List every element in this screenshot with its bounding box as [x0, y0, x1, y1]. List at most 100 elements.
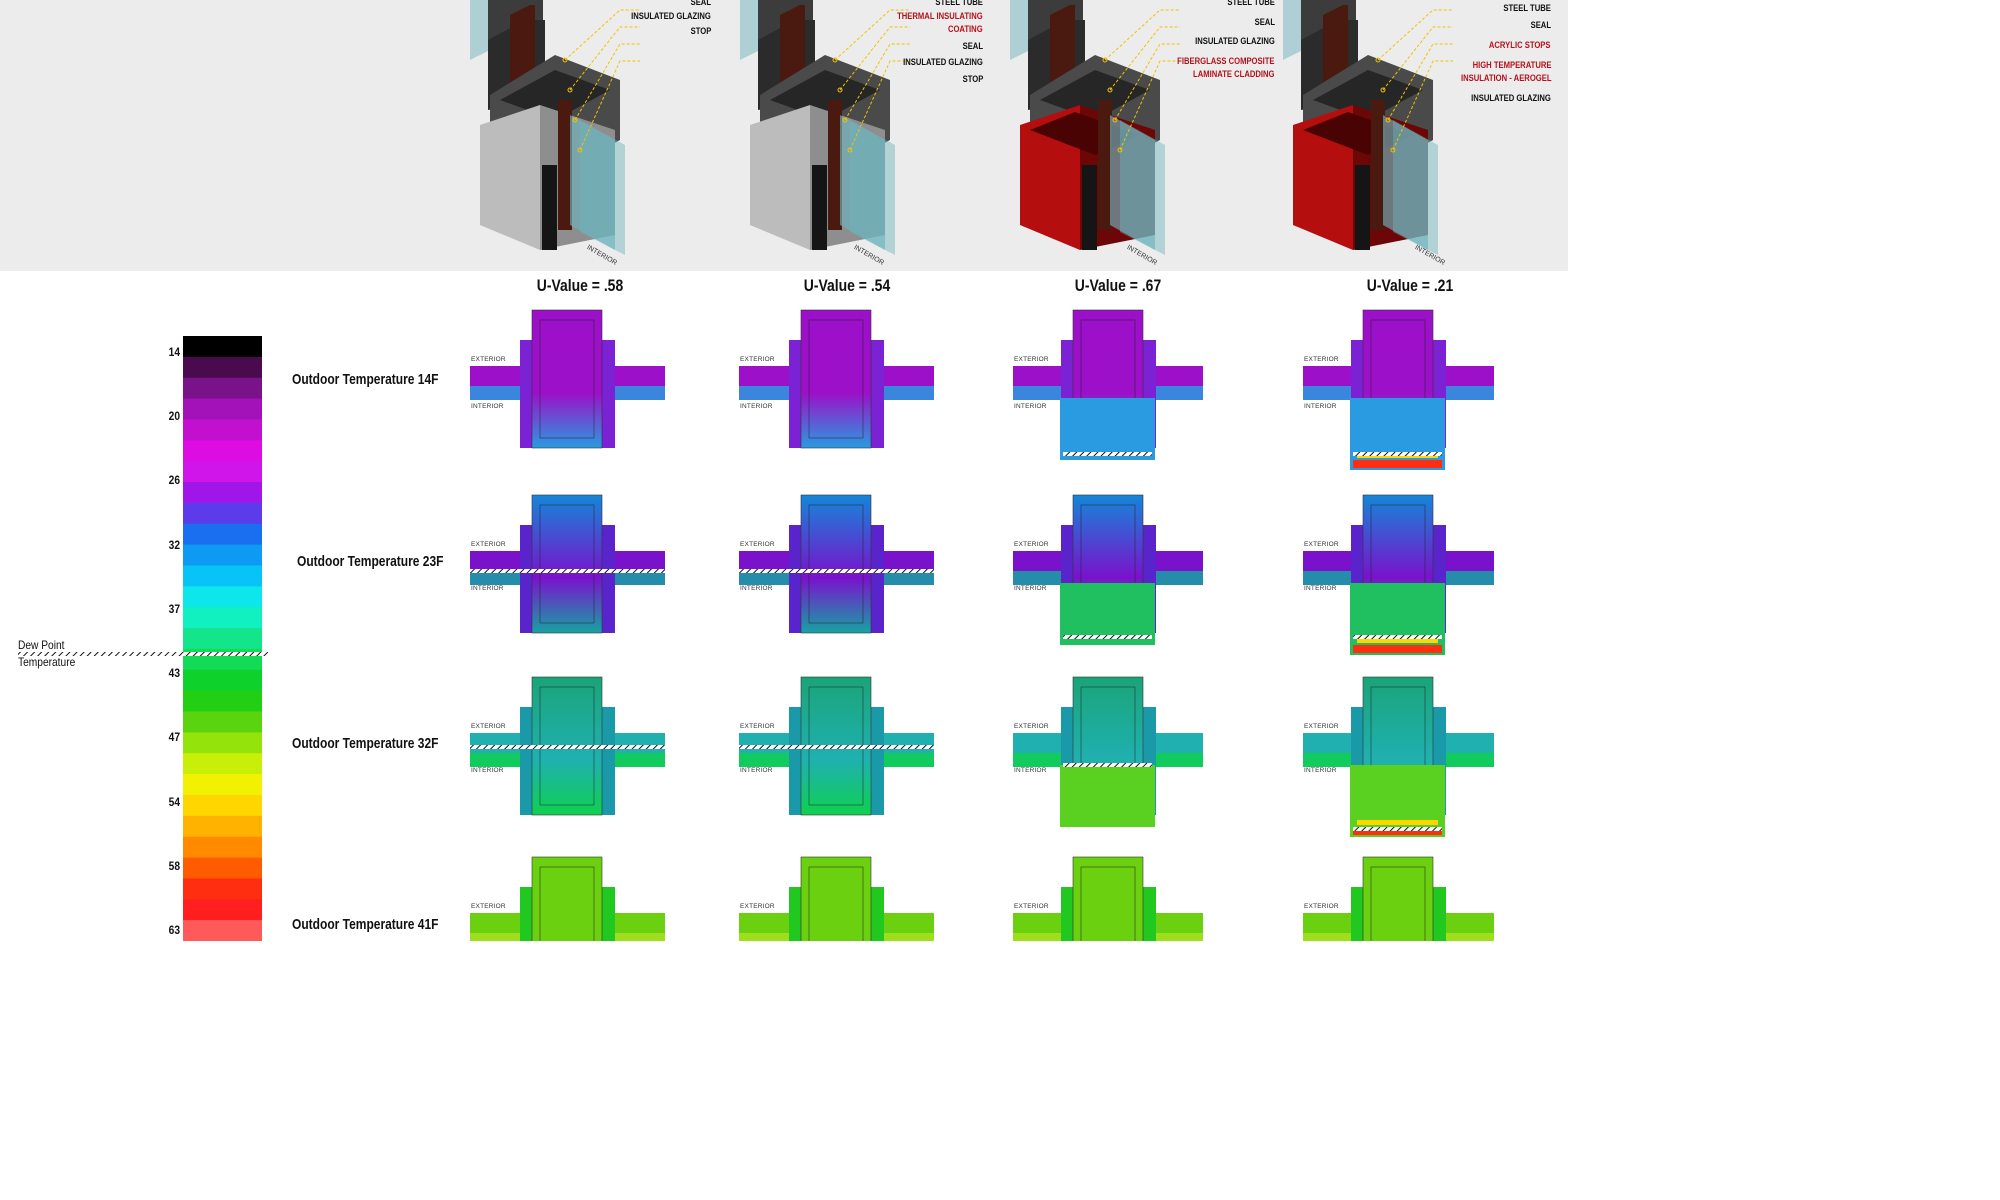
scale-segment — [183, 377, 262, 400]
mullion-inner — [808, 319, 864, 439]
dew-point-boundary — [1063, 452, 1152, 456]
dew-point-boundary — [1353, 452, 1442, 456]
interior-label: INTERIOR — [1304, 767, 1337, 774]
scale-tick: 26 — [168, 473, 180, 487]
mullion-inner — [539, 504, 595, 624]
callout-line: SEAL — [1530, 20, 1551, 30]
dew-point-line1: Dew Point — [18, 638, 65, 652]
scale-segment — [183, 753, 262, 775]
stop — [1082, 165, 1097, 250]
leader-dot — [842, 117, 848, 123]
leader-dot — [567, 87, 573, 93]
scale-segment — [183, 356, 262, 379]
scale-segment — [183, 482, 262, 504]
exterior-label: EXTERIOR — [1014, 541, 1049, 548]
mullion-inner — [1370, 866, 1426, 941]
steel-tube-hollow — [1040, 70, 1150, 120]
row-label-41f: Outdoor Temperature 41F — [292, 916, 439, 933]
callout-label: SEAL — [963, 40, 983, 53]
stop — [542, 165, 557, 250]
callout-line: STEEL TUBE — [1503, 3, 1551, 13]
exterior-label: EXTERIOR — [740, 723, 775, 730]
callout-label: STOP — [690, 25, 711, 38]
thermal-section — [470, 494, 665, 634]
scale-segment — [183, 502, 262, 525]
mullion-inner — [808, 866, 864, 941]
row-label-23f: Outdoor Temperature 23F — [297, 553, 444, 570]
leader-line — [1114, 43, 1180, 121]
insulated-glazing-outer — [1120, 120, 1165, 255]
cladding-box — [1060, 398, 1155, 460]
mullion-inner — [539, 319, 595, 439]
scale-segment — [183, 461, 262, 483]
warm-edge — [1353, 645, 1442, 653]
leader-dot — [577, 147, 583, 153]
exterior-label: EXTERIOR — [1304, 356, 1339, 363]
temperature-color-scale — [18, 336, 268, 941]
exterior-label: EXTERIOR — [471, 541, 506, 548]
steel-tube-hollow — [770, 70, 880, 120]
thermal-section — [1013, 309, 1203, 460]
scale-segment — [183, 899, 262, 921]
interior-label: INTERIOR — [740, 403, 773, 410]
leader-line — [1392, 60, 1453, 151]
exterior-label: EXTERIOR — [1304, 541, 1339, 548]
leader-dot — [1390, 147, 1396, 153]
callout-label: STEEL TUBE — [1228, 0, 1275, 9]
model-thermal-coating — [740, 0, 910, 255]
stop — [1355, 165, 1370, 250]
scale-segment — [183, 586, 262, 608]
dew-point-label: Dew Point Temperature — [18, 637, 75, 671]
insulated-glazing-outer — [580, 120, 625, 255]
leader-dot — [1385, 117, 1391, 123]
dew-point-line — [18, 652, 268, 656]
leader-line — [564, 9, 640, 61]
exterior-label: EXTERIOR — [1304, 723, 1339, 730]
interior-label: INTERIOR — [471, 585, 504, 592]
scale-segment — [183, 523, 262, 546]
callout-label: STOP — [962, 73, 983, 86]
callout-line: INSULATED GLAZING — [1471, 93, 1551, 103]
scale-segment — [183, 732, 262, 754]
exterior-label: EXTERIOR — [471, 903, 506, 910]
seal — [558, 100, 572, 230]
scale-segment — [183, 565, 262, 587]
scale-segment — [183, 544, 262, 566]
scale-segment — [183, 878, 262, 900]
scale-segment — [183, 669, 262, 692]
leader-line — [1387, 43, 1453, 121]
interior-label: INTERIOR — [1014, 403, 1047, 410]
u-value-4: U-Value = .21 — [1366, 276, 1454, 295]
leader-line — [569, 26, 640, 91]
callout-line: SEAL — [962, 41, 983, 51]
scale-segment — [183, 419, 262, 441]
cladding-box — [1060, 765, 1155, 827]
seal — [1371, 100, 1385, 230]
thermal-section — [739, 856, 934, 941]
exterior-label: EXTERIOR — [1014, 723, 1049, 730]
window-frame-models — [470, 0, 1453, 255]
cladding-box — [1060, 583, 1155, 645]
callout-label: SEAL — [691, 0, 711, 9]
mullion-inner — [1080, 866, 1136, 941]
leader-dot — [572, 117, 578, 123]
mullion-tube — [1362, 856, 1434, 941]
interior-label: INTERIOR — [740, 585, 773, 592]
cladding-front — [750, 105, 810, 250]
scale-tick: 54 — [168, 795, 180, 809]
leader-line — [1104, 9, 1180, 61]
model-exposed-steel — [470, 0, 640, 255]
steel-tube-hollow — [1313, 70, 1423, 120]
steel-tube-hollow — [500, 70, 610, 120]
warm-edge-inner — [1357, 638, 1438, 643]
leader-dot — [832, 57, 838, 63]
thermal-section — [1013, 494, 1203, 645]
scale-segment — [183, 794, 262, 817]
callout-line: INSULATION - AEROGEL — [1460, 73, 1551, 83]
u-value-1: U-Value = .58 — [536, 276, 624, 295]
scale-tick: 43 — [168, 666, 180, 680]
interior-label: INTERIOR — [1304, 585, 1337, 592]
cladding-box — [1350, 398, 1445, 470]
warm-edge — [1353, 460, 1442, 468]
callout-line: SEAL — [1254, 17, 1275, 27]
